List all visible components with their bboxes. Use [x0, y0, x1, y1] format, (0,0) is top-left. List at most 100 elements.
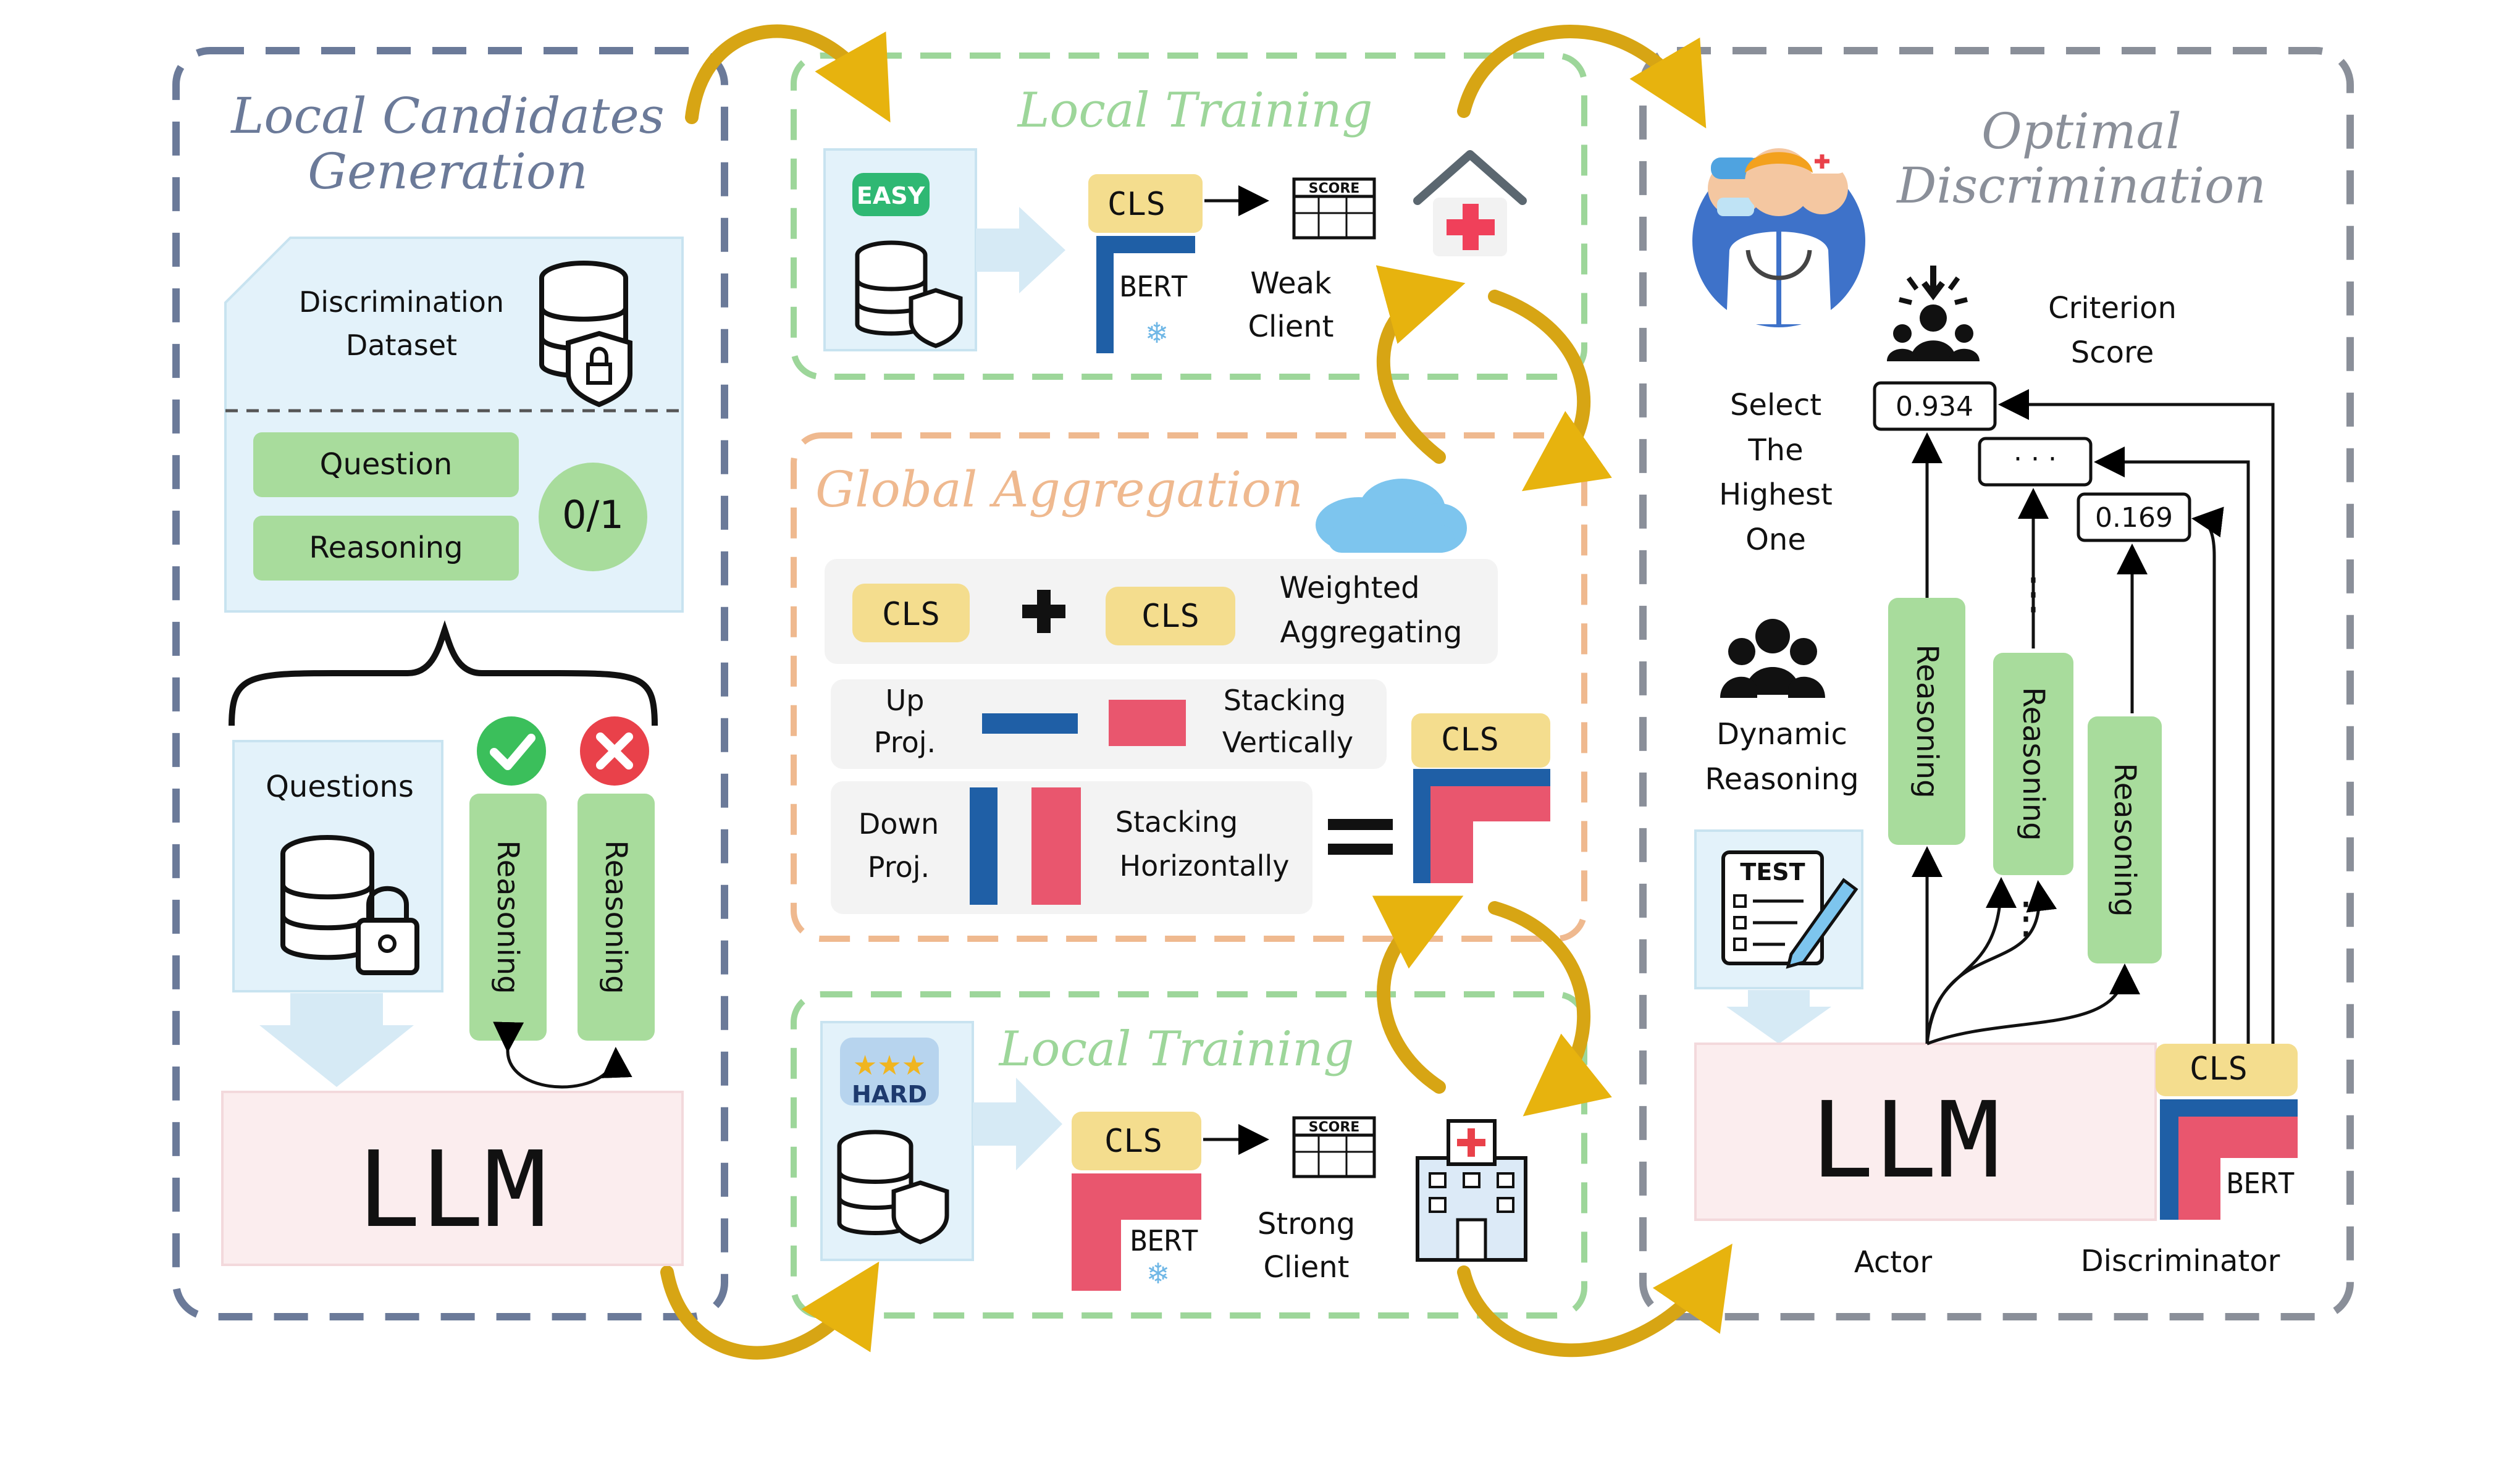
disc-cls-label: CLS: [2190, 1051, 2248, 1088]
group-icon: [1720, 619, 1825, 698]
select-line1: Select: [1730, 388, 1821, 422]
reasoning-label: Reasoning: [309, 531, 463, 565]
cloud-icon: [1316, 479, 1467, 553]
bottom-score-icon: SCORE: [1292, 1116, 1376, 1178]
agg-cls-b: [1106, 587, 1235, 645]
agg-result-blue-col: [1413, 769, 1430, 883]
stack-vertical-line2: Vertically: [1222, 726, 1353, 759]
weighted-line1: Weighted: [1279, 571, 1419, 605]
question-label: Question: [320, 447, 453, 482]
reasoning-b-box: [578, 794, 655, 1041]
weighted-line2: Aggregating: [1280, 615, 1463, 650]
cycle-arrow-bottom-left: [1372, 896, 1464, 1094]
stack-vertical-line1: Stacking: [1224, 684, 1346, 717]
clinic-icon: [1413, 150, 1527, 256]
plus-icon: [1022, 590, 1065, 633]
top-cls-box: [1088, 174, 1203, 233]
up-proj-line1: Up: [886, 684, 925, 717]
llm-to-reasoning-2: [1925, 877, 2017, 1044]
top-cls-label: CLS: [1107, 186, 1166, 223]
bottom-cls-label: CLS: [1104, 1123, 1162, 1160]
score-mid-box: [1978, 437, 2093, 487]
hard-badge: [840, 1038, 939, 1105]
score-mid-label: · · ·: [2014, 443, 2057, 475]
right-llm-box: [1694, 1043, 2157, 1221]
flow-arrows: [660, 24, 1732, 1360]
bottom-training-title: Local Training: [998, 1022, 1354, 1077]
cross-mark: [596, 732, 633, 770]
hard-stars-icon: ★★★: [853, 1050, 926, 1081]
stack-horizontal-line1: Stacking: [1115, 805, 1238, 839]
candidate-brace: [229, 620, 658, 726]
test-icon: TEST: [1721, 850, 1858, 969]
equals-icon: [1328, 819, 1393, 855]
agg-cls-a-label: CLS: [882, 596, 940, 633]
right-llm-label: LLM: [1810, 1080, 2000, 1202]
right-reasoning-3: [2088, 716, 2162, 963]
bottom-bert-label: BERT: [1130, 1224, 1199, 1257]
score-low-box: [2077, 492, 2191, 542]
right-reasoning-2: [1993, 653, 2073, 875]
llm-to-reasoning-2b: [1925, 880, 2057, 1044]
binary-label: 0/1: [562, 492, 624, 537]
global-aggregation-title: Global Aggregation: [815, 461, 1303, 518]
flow-arrow-bottom-to-right: [1457, 1243, 1732, 1357]
score-high-box: [1873, 381, 1997, 431]
database-lock-icon: [539, 261, 632, 408]
left-title-line1: Local Candidates: [230, 87, 664, 145]
disc-blue-row: [2160, 1099, 2298, 1117]
top-bert-top-bar: [1096, 236, 1195, 253]
reasoning-b-label: Reasoning: [598, 840, 633, 994]
agg-result-cls: [1411, 713, 1550, 768]
down-proj-red-block: [1031, 787, 1081, 905]
down-proj-line2: Proj.: [868, 850, 930, 884]
test-down-arrow: [1726, 990, 1831, 1044]
top-training-title: Local Training: [1017, 83, 1373, 138]
up-proj-line2: Proj.: [874, 726, 936, 759]
up-proj-blue-bar: [982, 713, 1078, 734]
dynamic-line2: Reasoning: [1705, 762, 1858, 797]
doctors-icon: [1692, 148, 1865, 327]
actor-label: Actor: [1854, 1245, 1933, 1280]
llm-to-reasoning-3: [1926, 963, 2140, 1046]
bottom-score-label: SCORE: [1309, 1120, 1360, 1135]
agg-result-white: [1473, 821, 1550, 883]
disc-to-score-high: [1998, 389, 2275, 1044]
left-title-line2: Generation: [308, 143, 587, 200]
weak-client-line2: Client: [1248, 309, 1334, 344]
top-bert-blue-bar: [1096, 236, 1114, 353]
hard-badge-label: HARD: [852, 1081, 927, 1108]
hospital-icon: [1416, 1119, 1527, 1262]
disc-to-score-low: [2191, 506, 2224, 1044]
select-line3: Highest: [1719, 477, 1833, 512]
right-title-line2: Discrimination: [1896, 157, 2266, 214]
up-proj-red-block: [1109, 700, 1186, 746]
agg-cls-a: [852, 584, 970, 642]
right-reasoning-1: [1888, 598, 1965, 845]
disc-white: [2220, 1158, 2298, 1220]
reasoning-a-label: Reasoning: [490, 840, 525, 994]
right-reasoning-1-label: Reasoning: [1910, 644, 1944, 798]
score-low-label: 0.169: [2095, 502, 2173, 534]
reasoning-swap-arrow: [493, 1022, 632, 1089]
cycle-arrow-top-left: [1376, 265, 1466, 464]
local-training-bottom-panel: [791, 991, 1587, 1319]
test-label: TEST: [1740, 858, 1805, 886]
disc-blue-col: [2160, 1099, 2178, 1220]
binary-circle: [539, 463, 647, 571]
left-llm-label: LLM: [357, 1129, 547, 1251]
left-panel: [172, 47, 728, 1320]
top-score-label: SCORE: [1309, 181, 1360, 196]
local-training-top-panel: [791, 52, 1587, 380]
check-icon: [477, 716, 546, 786]
dataset-label-line2: Dataset: [346, 329, 457, 362]
reasoning-a-box: [469, 794, 547, 1041]
flow-arrow-left-to-top: [685, 24, 891, 124]
right-reasoning-2-label: Reasoning: [2016, 687, 2051, 841]
easy-badge-label: EASY: [857, 182, 925, 209]
check-mark: [490, 734, 536, 770]
dataset-label-line1: Discrimination: [299, 285, 504, 319]
right-panel: [1639, 47, 2354, 1320]
easy-badge: [852, 173, 930, 216]
